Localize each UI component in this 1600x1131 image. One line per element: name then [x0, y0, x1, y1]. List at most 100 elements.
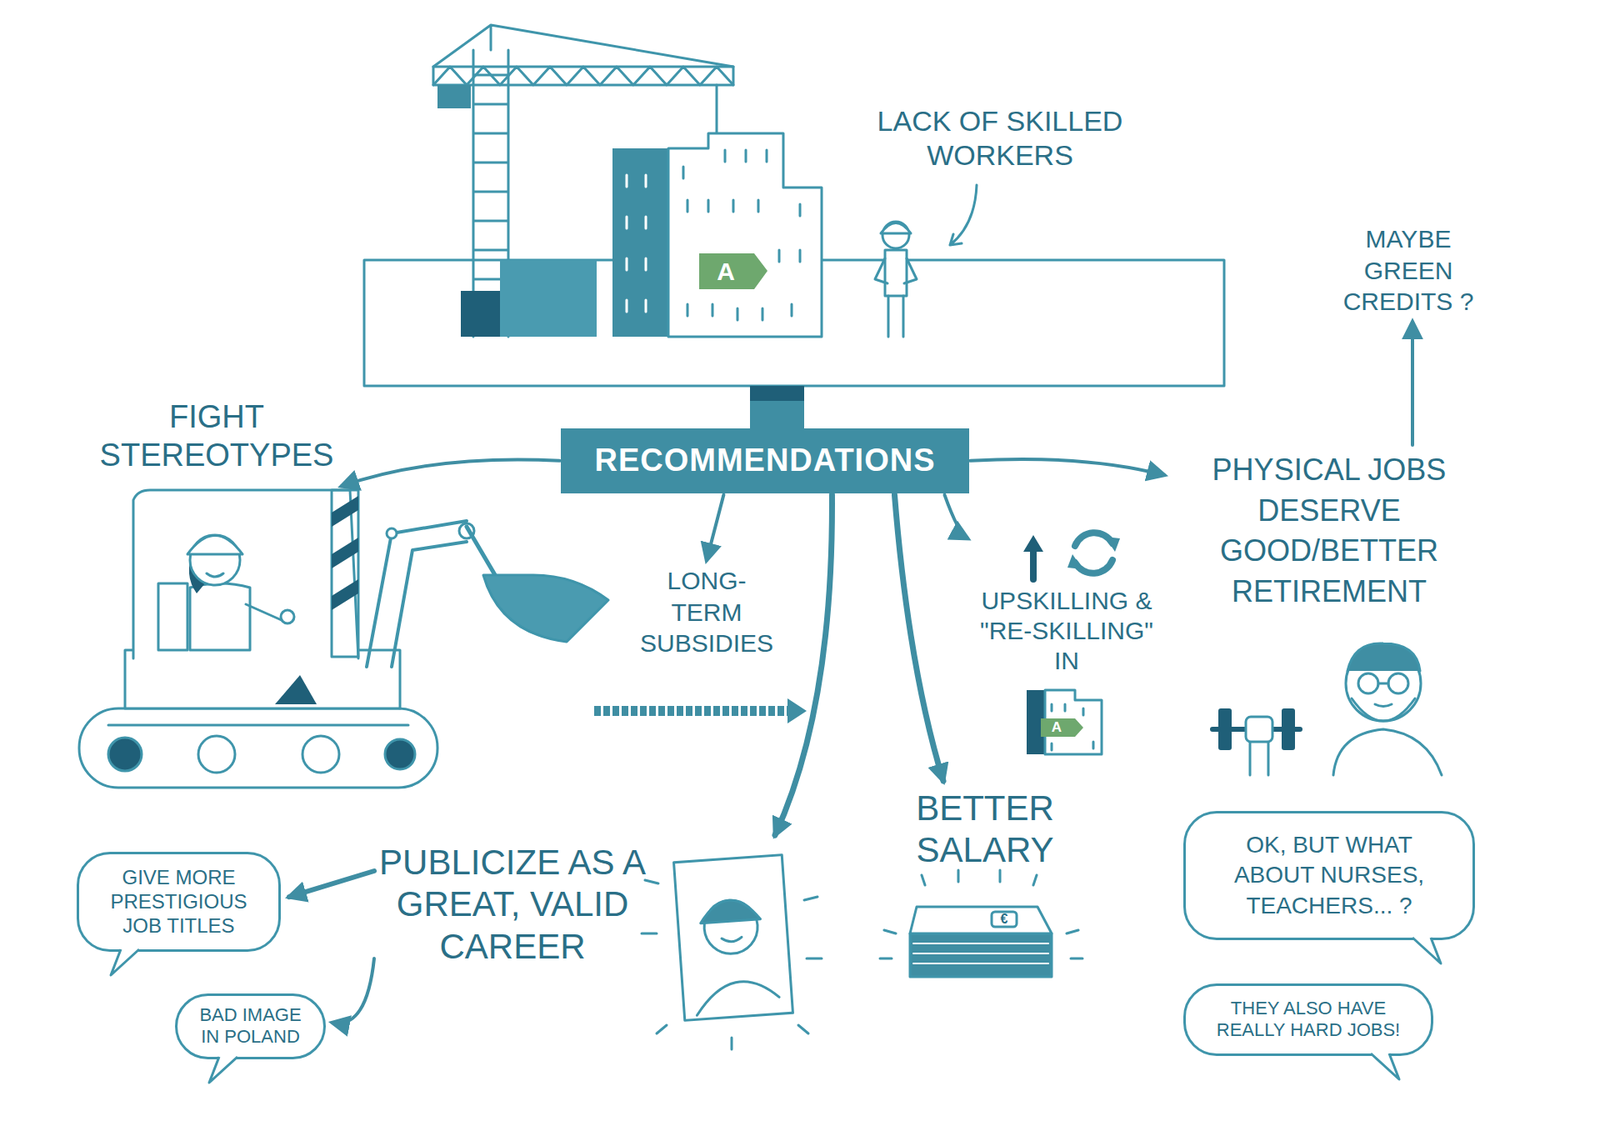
building: [460, 290, 500, 337]
excavator: [190, 583, 250, 650]
man-with-dumbbell: [1212, 643, 1442, 775]
speech-bubble: THEY ALSO HAVE REALLY HARD JOBS!: [1183, 983, 1434, 1056]
bubble-tail: [209, 1056, 238, 1083]
career-poster: [695, 979, 780, 1016]
man-with-dumbbell: [1250, 740, 1269, 775]
connector-block: [750, 385, 805, 429]
man-with-dumbbell: [1281, 708, 1295, 750]
worker-figure: [885, 250, 907, 296]
node-text: FIGHT STEREOTYPES: [83, 398, 350, 475]
node-text: BETTER SALARY: [901, 787, 1069, 872]
man-with-dumbbell: [1388, 673, 1409, 694]
building: [668, 133, 822, 337]
connector-block: [750, 385, 805, 429]
connector-arrow: [775, 495, 832, 835]
bubble-tail: [1410, 937, 1448, 966]
bubble-tail: [1370, 1053, 1400, 1080]
branch-text: BETTER SALARY: [901, 787, 1069, 872]
career-poster: [641, 855, 822, 1050]
excavator: [366, 520, 467, 667]
career-poster: [674, 855, 794, 1021]
money-stack: [913, 943, 1049, 964]
timeline-arrow: [594, 698, 807, 724]
excavator: [158, 583, 188, 650]
node-text: LONG-TERM SUBSIDIES: [635, 565, 779, 660]
upskilling-icons: [1067, 554, 1083, 570]
man-with-dumbbell: [1358, 673, 1379, 694]
crane: [437, 85, 471, 109]
connector-arrow: [332, 958, 375, 1024]
worker-figure: [880, 223, 911, 235]
leader-arrow: [950, 185, 977, 245]
connector-arrow: [1410, 322, 1415, 446]
man-with-dumbbell: [1351, 683, 1415, 721]
building: [460, 133, 822, 337]
small-building: [1026, 690, 1102, 755]
node-text: THEY ALSO HAVE REALLY HARD JOBS!: [1209, 997, 1408, 1042]
excavator: [79, 708, 438, 788]
excavator: [275, 675, 317, 705]
career-poster: [674, 855, 794, 1021]
upskilling-icons: [1030, 550, 1037, 580]
building: [500, 260, 597, 337]
man-with-dumbbell: [1333, 729, 1442, 775]
bubble-tail: [202, 1056, 240, 1085]
money-stack: [910, 933, 1052, 977]
building: [683, 150, 800, 320]
excavator: [280, 610, 295, 624]
worker-figure: [875, 221, 917, 337]
building: [699, 253, 768, 290]
connector-block: [750, 385, 805, 401]
career-poster: [699, 898, 761, 924]
excavator: [206, 573, 224, 577]
excavator: [133, 490, 359, 659]
bubble-tail: [110, 949, 140, 975]
connector-arrow: [970, 459, 1165, 475]
upskilling-icons: [1023, 532, 1120, 580]
crane: [433, 66, 734, 85]
branch-text: PUBLICIZE AS A GREAT, VALID CAREER: [379, 841, 796, 1025]
crane: [433, 25, 734, 67]
node-text: BAD IMAGE IN POLAND: [194, 1004, 307, 1049]
note-text: MAYBE GREEN CREDITS ?: [1325, 223, 1492, 318]
connector-arrow: [706, 495, 724, 560]
branch-text: LONG-TERM SUBSIDIES: [635, 565, 779, 660]
excavator: [483, 575, 609, 642]
node-text: GIVE MORE PRESTIGIOUS JOB TITLES: [97, 865, 260, 938]
excavator: [79, 490, 609, 788]
excavator: [198, 735, 235, 773]
money-stack: [880, 870, 1083, 977]
excavator: [302, 735, 340, 773]
recommendations-box: RECOMMENDATIONS: [560, 428, 969, 494]
speech-bubble: BAD IMAGE IN POLAND: [175, 993, 326, 1060]
energy-label: A: [705, 255, 747, 288]
money-stack: [880, 870, 1083, 959]
bubble-tail: [1412, 937, 1441, 964]
excavator: [331, 490, 359, 657]
bubble-tail: [104, 949, 141, 978]
speech-bubble: OK, BUT WHAT ABOUT NURSES, TEACHERS... ?: [1183, 810, 1475, 940]
excavator: [108, 724, 409, 727]
branch-text: FIGHT STEREOTYPES: [83, 398, 350, 475]
excavator: [108, 737, 142, 771]
upskilling-icons: [1023, 535, 1044, 552]
branch-text: PHYSICAL JOBS DESERVE GOOD/BETTER RETIRE…: [1170, 450, 1488, 612]
excavator: [245, 604, 284, 621]
leader-arrow: [950, 185, 977, 245]
callout-text: LACK OF SKILLED WORKERS: [833, 104, 1167, 173]
node-text: PUBLICIZE AS A GREAT, VALID CAREER: [379, 841, 646, 968]
building: [612, 148, 669, 337]
money-stack: [910, 906, 1052, 934]
node-text: PHYSICAL JOBS DESERVE GOOD/BETTER RETIRE…: [1170, 450, 1488, 612]
building: [626, 175, 646, 312]
currency-sign: €: [994, 910, 1015, 927]
node-text: UPSKILLING & "RE-SKILLING" IN: [970, 585, 1163, 676]
crane: [433, 66, 734, 85]
small-building: [1040, 718, 1084, 737]
connector-arrow: [944, 495, 968, 539]
career-poster: [641, 880, 822, 1050]
timeline-arrow: [594, 705, 788, 716]
branch-text: UPSKILLING & "RE-SKILLING" IN: [970, 515, 1163, 676]
excavator: [187, 535, 243, 555]
